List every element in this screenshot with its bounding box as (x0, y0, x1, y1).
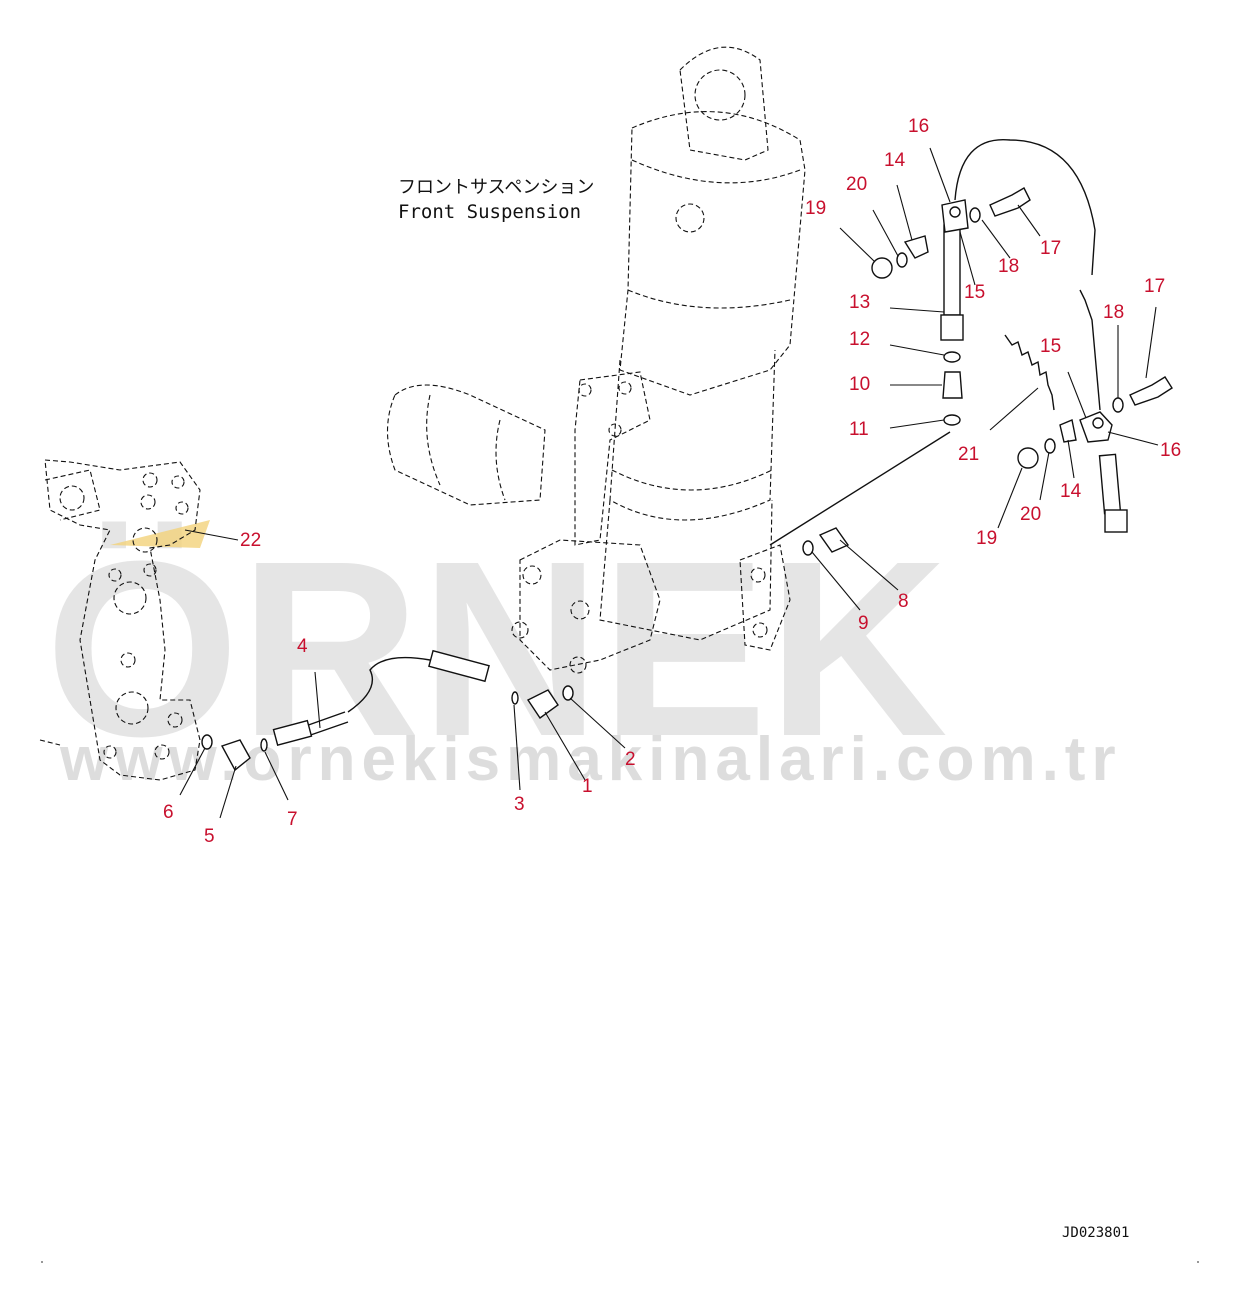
watermark: ÖRNEK www.ornekismakinalari.com.tr (45, 509, 1116, 794)
part-label: 2 (625, 749, 636, 770)
parts (201, 138, 1173, 772)
front-suspension-cylinder (387, 46, 806, 674)
part-label: 5 (204, 826, 215, 847)
part-label: 10 (849, 374, 870, 395)
part-label: 8 (898, 591, 909, 612)
annotation-english: Front Suspension (398, 201, 581, 223)
bolt-17-upper (989, 187, 1031, 217)
part-label: 22 (240, 530, 261, 551)
part-label: 9 (858, 613, 869, 634)
o-ring-12 (943, 351, 961, 363)
rod-13 (943, 224, 961, 316)
corner-dot (41, 1261, 43, 1263)
sensor-10 (942, 371, 963, 399)
bracket-14-lower (1059, 419, 1077, 443)
clamp-16-upper-hole (949, 206, 961, 218)
rod-13-hex (940, 314, 964, 341)
part-label: 20 (846, 174, 867, 195)
part-label: 14 (884, 150, 906, 171)
plug-8 (818, 527, 850, 553)
o-ring-6 (201, 734, 213, 750)
leader-lines (179, 147, 1159, 819)
hose-4-fitting-lower (272, 719, 313, 746)
part-label: 17 (1040, 238, 1061, 259)
washer-18-upper (969, 207, 981, 223)
rod-lower (1098, 453, 1122, 515)
part-label: 15 (1040, 336, 1061, 357)
elbow-5 (220, 739, 251, 772)
nut-19-upper (871, 257, 893, 279)
part-labels: 1 2 3 4 5 6 7 8 9 10 11 12 13 14 14 15 1… (163, 116, 1181, 847)
part-label: 15 (964, 282, 985, 303)
washer-18-lower (1112, 397, 1124, 413)
rod-lower-hex (1104, 509, 1128, 533)
o-ring-7 (260, 738, 268, 752)
watermark-accent-mark (110, 520, 210, 548)
bracket-14-upper (903, 235, 929, 259)
part-label: 19 (805, 198, 826, 219)
o-ring-9 (802, 540, 814, 556)
part-label: 17 (1144, 276, 1165, 297)
part-label: 4 (297, 636, 308, 657)
part-label: 3 (514, 794, 525, 815)
o-ring-3 (511, 691, 519, 705)
washer-20-upper (896, 252, 908, 268)
nut-19-lower (1017, 447, 1039, 469)
part-label: 14 (1060, 481, 1082, 502)
part-label: 13 (849, 292, 870, 313)
o-ring-11 (943, 414, 961, 426)
hose-4-fitting-upper (428, 649, 490, 683)
part-label: 1 (582, 776, 593, 797)
o-ring-2 (562, 685, 574, 701)
annotation-japanese: フロントサスペンション (398, 177, 594, 198)
elbow-1 (526, 689, 559, 719)
part-label: 21 (958, 444, 979, 465)
sensor-cable (954, 138, 1101, 411)
part-label: 18 (998, 256, 1019, 277)
bolt-17-lower (1129, 376, 1173, 406)
part-label: 18 (1103, 302, 1124, 323)
washer-20-lower (1044, 438, 1056, 454)
hose-sensor-line (769, 431, 951, 546)
part-label: 20 (1020, 504, 1041, 525)
drawing-code: JD023801 (1062, 1225, 1129, 1241)
part-label: 19 (976, 528, 997, 549)
corner-dot (1197, 1261, 1199, 1263)
part-label: 12 (849, 329, 870, 350)
part-label: 7 (287, 809, 298, 830)
part-label: 16 (908, 116, 929, 137)
part-label: 6 (163, 802, 174, 823)
watermark-brand: ÖRNEK (45, 509, 948, 788)
clamp-16-lower-hole (1092, 417, 1104, 429)
frame-plate (39, 459, 201, 781)
part-label: 16 (1160, 440, 1181, 461)
hose-4-line (347, 656, 481, 713)
spring-21 (1004, 334, 1055, 411)
part-label: 11 (849, 419, 869, 440)
